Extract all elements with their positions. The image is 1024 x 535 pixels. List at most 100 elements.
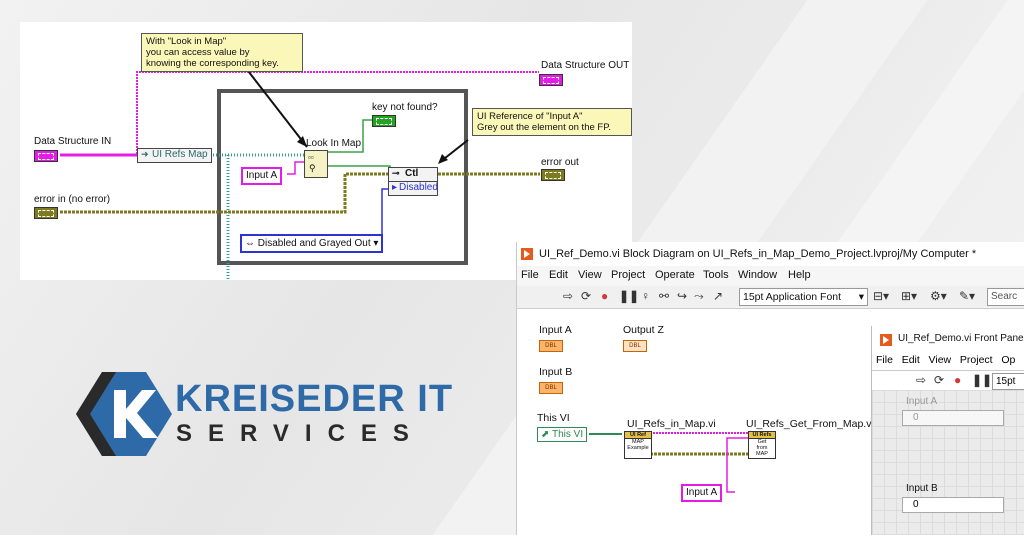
pause-icon[interactable]: ❚❚	[972, 373, 993, 387]
note-line: With "Look in Map"	[146, 36, 227, 47]
enum-constant-disabled[interactable]: ⇔ Disabled and Grayed Out ▾	[240, 234, 384, 253]
note-line: knowing the corresponding key.	[146, 58, 279, 69]
step-out-icon[interactable]: ↗	[713, 289, 724, 303]
step-over-icon[interactable]: ⤳	[694, 289, 704, 303]
key-not-found-indicator[interactable]	[372, 115, 396, 127]
menu-window[interactable]: Window	[738, 269, 778, 281]
property-disabled[interactable]: ▸ Disabled	[388, 181, 438, 196]
data-structure-in-terminal[interactable]	[34, 150, 58, 162]
error-in-label: error in (no error)	[34, 194, 111, 205]
subvi1-icon-text: Example	[627, 445, 649, 451]
data-structure-wire	[60, 71, 539, 156]
step-into-icon[interactable]: ↪	[677, 289, 688, 303]
input-a-terminal-label: Input A	[539, 324, 572, 336]
error-in-wire	[60, 172, 388, 214]
enum-arrow-icon: ⇔	[245, 238, 255, 249]
fp-font-select[interactable]: 15pt	[992, 373, 1024, 390]
run-icon[interactable]: ⇨	[916, 373, 927, 387]
menu-file[interactable]: File	[521, 269, 539, 281]
this-vi-reference[interactable]: ⬈ This VI	[537, 427, 588, 442]
fp-input-b-control[interactable]: 0	[902, 497, 1004, 513]
ui-refs-map-label: UI Refs Map	[152, 149, 208, 160]
input-b-terminal[interactable]: DBL	[539, 382, 563, 394]
labview-icon	[521, 248, 533, 260]
ui-refs-map-node[interactable]: ➜ UI Refs Map	[137, 148, 212, 163]
error-out-terminal[interactable]	[541, 169, 565, 181]
note-line: UI Reference of "Input A"	[477, 111, 583, 122]
cleanup-icon[interactable]: ✎▾	[959, 289, 976, 303]
ref-wire	[327, 165, 391, 171]
search-input[interactable]: Searc	[987, 288, 1024, 306]
fp-menu-view[interactable]: View	[928, 354, 952, 366]
error-in-terminal[interactable]	[34, 207, 58, 219]
highlight-icon[interactable]: ♀	[641, 289, 650, 303]
input-a-ref-wire	[726, 437, 748, 493]
subvi-ui-refs-in-map[interactable]: UI Ref MAP Example	[624, 431, 652, 459]
this-vi-ref-text: This VI	[552, 429, 584, 440]
fp-input-b-label: Input B	[906, 483, 938, 494]
retain-wire-icon[interactable]: ⚯	[659, 289, 670, 303]
menu-help[interactable]: Help	[788, 269, 811, 281]
data-structure-out-terminal[interactable]	[539, 74, 563, 86]
subvi-ui-refs-get-from-map[interactable]: UI Refs Get from MAP	[748, 431, 776, 459]
window-title: UI_Ref_Demo.vi Block Diagram on UI_Refs_…	[539, 248, 977, 260]
font-select[interactable]: 15pt Application Font ▾	[739, 288, 868, 306]
front-panel-menu: File Edit View Project Op	[876, 354, 1015, 366]
note-ui-reference: UI Reference of "Input A" Grey out the e…	[472, 108, 632, 136]
input-a-wire	[287, 161, 304, 175]
subvi1-label: UI_Refs_in_Map.vi	[627, 418, 716, 430]
kreiseder-logo-icon	[76, 372, 172, 456]
ref-icon: ⊸	[392, 168, 400, 178]
look-in-map-node[interactable]: ▫▫ ⚲	[304, 150, 328, 178]
subvi1-icon-text: MAP	[632, 439, 644, 445]
run-icon[interactable]: ⇨	[563, 289, 574, 303]
brand-subtitle: SERVICES	[176, 420, 425, 447]
subvi2-label: UI_Refs_Get_From_Map.vi	[746, 418, 874, 430]
fp-input-a-label: Input A	[906, 396, 938, 407]
distribute-icon[interactable]: ⊞▾	[901, 289, 918, 303]
font-select-value: 15pt Application Font	[743, 291, 842, 303]
menu-operate[interactable]: Operate	[655, 269, 695, 281]
note-line: Grey out the element on the FP.	[477, 122, 611, 133]
menu-project[interactable]: Project	[611, 269, 646, 281]
fp-menu-project[interactable]: Project	[959, 354, 993, 366]
menu-view[interactable]: View	[578, 269, 602, 281]
menu-edit[interactable]: Edit	[549, 269, 568, 281]
subvi2-icon-text: from	[756, 445, 768, 451]
fp-input-a-control[interactable]: 0	[902, 410, 1004, 426]
input-a-constant[interactable]: Input A	[241, 167, 283, 185]
note-line: you can access value by	[146, 47, 250, 58]
reorder-icon[interactable]: ⚙▾	[930, 289, 947, 303]
front-panel-window: UI_Ref_Demo.vi Front Panel File Edit Vie…	[871, 326, 1024, 535]
align-icon[interactable]: ⊟▾	[873, 289, 890, 303]
front-panel-canvas: Input A 0 Input B 0	[872, 390, 1024, 535]
labview-block-diagram-window: UI_Ref_Demo.vi Block Diagram on UI_Refs_…	[516, 242, 1024, 535]
fp-menu-operate[interactable]: Op	[1001, 354, 1016, 366]
output-z-terminal[interactable]: DBL	[623, 340, 647, 352]
arrow-right-icon: ➜	[141, 149, 149, 159]
block-diagram-snippet: With "Look in Map" you can access value …	[20, 22, 632, 280]
abort-icon[interactable]: ●	[601, 289, 609, 303]
lookup-icon: ⚲	[309, 163, 316, 173]
input-a-ref-constant[interactable]: Input A	[681, 484, 723, 502]
pause-icon[interactable]: ❚❚	[619, 289, 640, 303]
input-a-terminal[interactable]: DBL	[539, 340, 563, 352]
arrow-icon: ▸	[392, 182, 398, 193]
look-in-map-label: Look In Map	[306, 138, 362, 149]
fp-menu-file[interactable]: File	[876, 354, 893, 366]
run-continuous-icon[interactable]: ⟳	[581, 289, 592, 303]
chevron-down-icon: ▾	[858, 291, 864, 303]
menu-bar: File Edit View Project Operate Tools Win…	[517, 266, 1024, 286]
this-vi-label: This VI	[537, 412, 570, 424]
subvi2-icon-header: UI Refs	[749, 432, 775, 439]
menu-tools[interactable]: Tools	[703, 269, 729, 281]
abort-icon[interactable]: ●	[954, 373, 962, 387]
run-continuous-icon[interactable]: ⟳	[934, 373, 945, 387]
fp-menu-edit[interactable]: Edit	[901, 354, 920, 366]
window-wires	[589, 432, 748, 493]
brand-name: KREISEDER IT	[175, 378, 454, 420]
output-z-terminal-label: Output Z	[623, 324, 664, 336]
data-structure-out-label: Data Structure OUT	[541, 60, 630, 71]
subvi2-icon-text: MAP	[756, 451, 768, 457]
ctl-label: Ctl	[405, 168, 419, 179]
